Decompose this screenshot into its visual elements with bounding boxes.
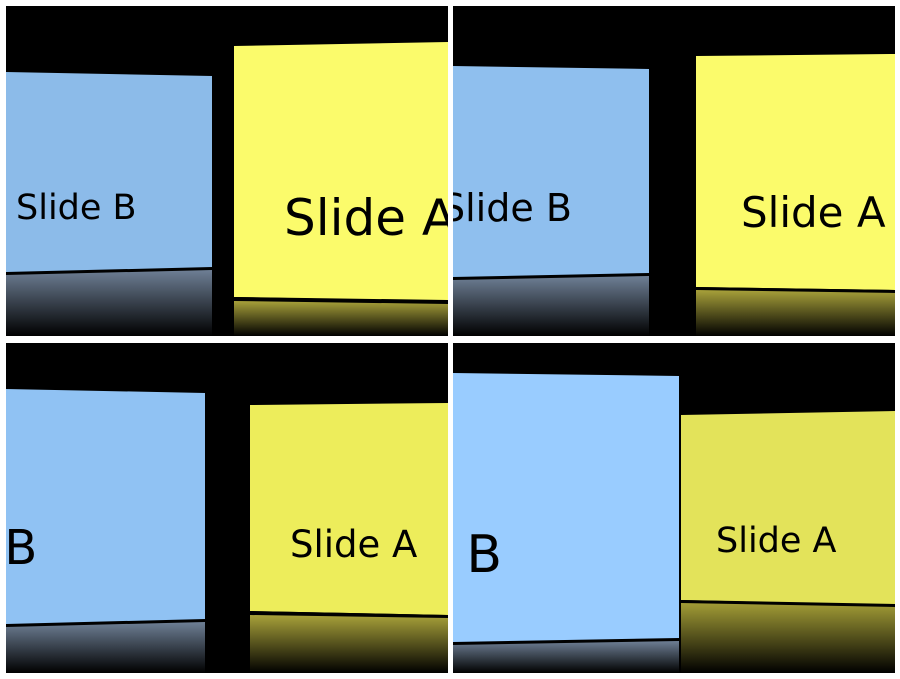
frame-1-slide-b-reflection [6, 270, 212, 336]
frame-3-slide-b-label: Slide B [6, 520, 37, 576]
frame-1-slide-b-label: Slide B [16, 188, 137, 228]
frame-4-slide-b-label: Slide B [453, 525, 502, 585]
frame-2-slide-b-label: Slide B [453, 186, 572, 230]
frame-1-slide-a-label: Slide A [284, 189, 448, 247]
frame-2-slide-b [453, 66, 649, 278]
frame-4-slide-a-label: Slide A [716, 521, 837, 561]
frame-4-slide-b-reflection [453, 641, 679, 673]
frame-3-slide-a-reflection [250, 615, 448, 673]
frame-4-slide-a [681, 411, 895, 605]
frame-3-canvas: Slide B Slide A [6, 343, 448, 673]
frame-3-slide-b-reflection [6, 622, 205, 673]
frame-2-slide-a-label: Slide A [741, 188, 886, 237]
frame-1-slide-a-reflection [234, 301, 448, 336]
frame-3-slide-a [250, 403, 448, 615]
frame-2: Slide B Slide A [453, 6, 895, 336]
frame-3-slide-b [6, 389, 205, 625]
frame-4-canvas: Slide A Slide B [453, 343, 895, 673]
frame-1: Slide B Slide A [6, 6, 448, 336]
frame-1-canvas: Slide B Slide A [6, 6, 448, 336]
frame-2-slide-b-reflection [453, 276, 649, 336]
frame-4: Slide A Slide B [453, 343, 895, 673]
frame-2-canvas: Slide B Slide A [453, 6, 895, 336]
frame-2-slide-a-reflection [696, 290, 895, 336]
frame-2-slide-a [696, 54, 895, 290]
frame-1-slide-b [6, 72, 212, 273]
frame-3-slide-a-label: Slide A [290, 523, 417, 566]
frame-3: Slide B Slide A [6, 343, 448, 673]
frame-4-slide-a-reflection [681, 603, 895, 673]
frame-1-slide-a [234, 42, 448, 300]
frame-4-slide-b [453, 373, 679, 643]
